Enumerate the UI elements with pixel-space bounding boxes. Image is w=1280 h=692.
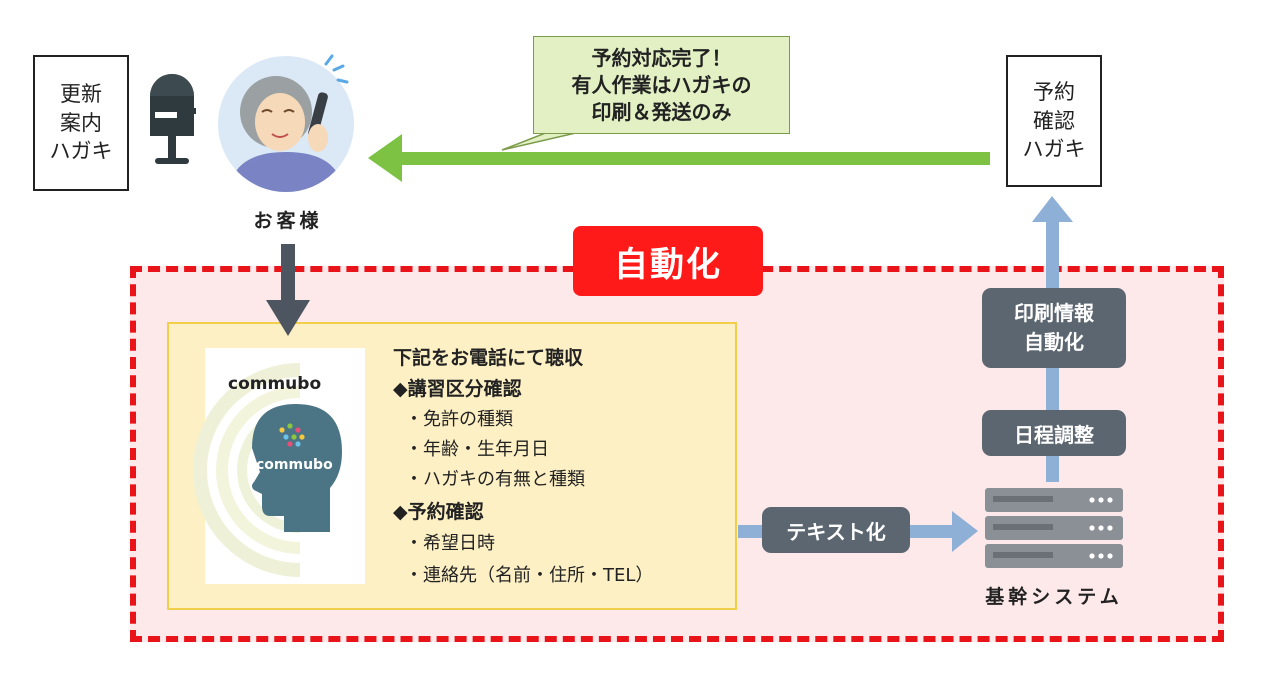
inquiry-text: 下記をお電話にて聴収 ◆講習区分確認 ・免許の種類 ・年齢・生年月日 ・ハガキの…	[393, 343, 733, 603]
callout-pointer	[501, 131, 581, 151]
ai-head-icon	[193, 348, 365, 584]
completion-callout: 予約対応完了！ 有人作業はハガキの 印刷＆発送のみ	[533, 36, 790, 134]
commubo-brand: commubo	[228, 374, 322, 394]
core-system-label: 基幹システム	[985, 586, 1123, 608]
down-arrow	[266, 244, 310, 336]
automation-title: 自動化	[573, 226, 763, 296]
text-conversion-step: テキスト化	[762, 507, 910, 553]
customer-avatar-icon	[218, 54, 354, 192]
section-reservation-check: ◆予約確認	[393, 501, 484, 523]
list-item: ・連絡先（名前・住所・TEL）	[405, 565, 654, 586]
print-info-step: 印刷情報 自動化	[982, 288, 1126, 368]
renewal-notice-card: 更新 案内 ハガキ	[33, 55, 129, 191]
customer-label: お客様	[253, 210, 323, 232]
commubo-head-logo: commubo	[256, 457, 333, 473]
section-course-check: ◆講習区分確認	[393, 378, 522, 400]
reservation-confirm-card: 予約 確認 ハガキ	[1006, 55, 1102, 187]
mailbox-icon	[150, 74, 196, 164]
inquiry-heading: 下記をお電話にて聴収	[393, 347, 584, 369]
list-item: ・希望日時	[405, 533, 495, 554]
schedule-step: 日程調整	[982, 410, 1126, 456]
list-item: ・ハガキの有無と種類	[405, 469, 585, 490]
list-item: ・免許の種類	[405, 409, 513, 430]
green-arrow	[368, 134, 990, 182]
list-item: ・年齢・生年月日	[405, 439, 549, 460]
server-icon	[985, 488, 1123, 568]
